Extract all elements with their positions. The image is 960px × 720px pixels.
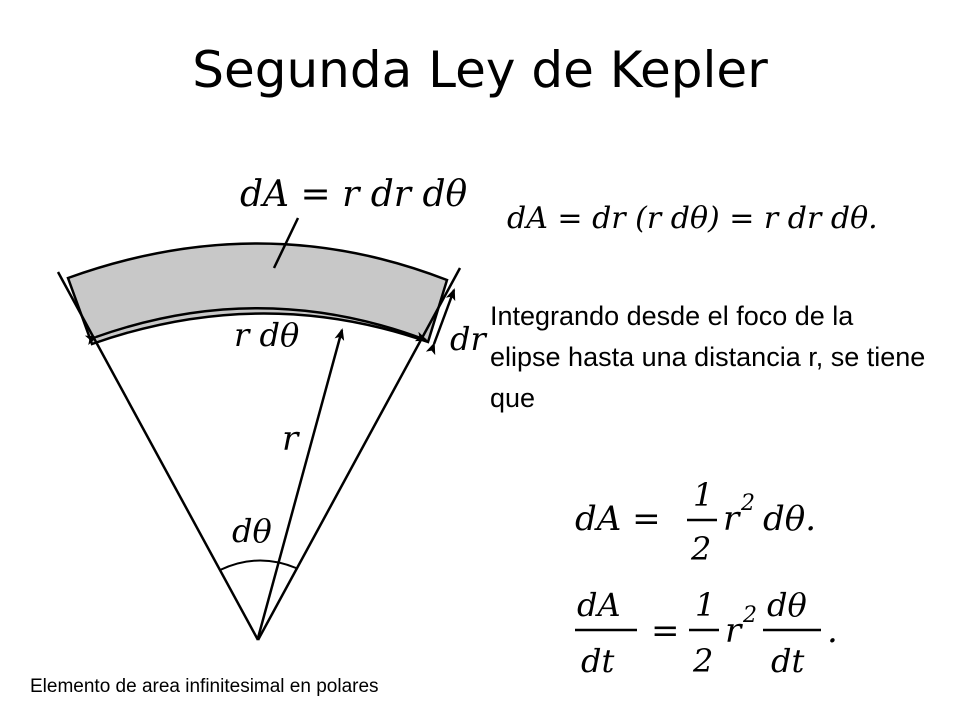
integration-explanation: Integrando desde el foco de la elipse ha… (490, 301, 926, 413)
angle-label: dθ (232, 512, 272, 550)
dr-arrow (425, 288, 456, 356)
equation-1-text: dA = dr (r dθ) = r dr dθ. (507, 201, 878, 236)
radius-arrow (256, 328, 345, 639)
arc-label: r dθ (234, 316, 299, 354)
slide-title: Segunda Ley de Kepler (192, 41, 768, 99)
angle-arc (219, 559, 297, 571)
eq3-lhs-denominator: dt (581, 642, 614, 680)
eq2-lhs: dA = (575, 499, 661, 539)
eq2-denominator: 2 (690, 530, 711, 568)
eq2-r: r (723, 499, 741, 539)
equation-area-product: dA = dr (r dθ) = r dr dθ. (507, 201, 878, 236)
radius-label: r (282, 419, 300, 459)
equation-area-differential: dA = 1 2 r 2 dθ. (575, 476, 816, 568)
eq2-numerator: 1 (693, 476, 713, 514)
eq3-lhs-numerator: dA (577, 586, 621, 624)
eq2-exponent: 2 (740, 491, 755, 516)
equation-areal-velocity: dA dt = 1 2 r 2 dθ dt . (575, 586, 838, 680)
eq3-equals: = (651, 611, 680, 651)
eq3-rhs-numerator: dθ (767, 586, 807, 624)
eq3-period: . (827, 611, 838, 651)
eq3-rhs-denominator: dt (771, 642, 804, 680)
sector-left-edge (56, 271, 260, 641)
eq3-exponent: 2 (742, 603, 757, 628)
eq2-tail: dθ. (763, 499, 816, 539)
diagram-formula: dA = r dr dθ (240, 174, 467, 215)
dr-label: dr (450, 320, 487, 358)
polar-area-diagram: dA = r dr dθ r dθ dr r dθ (56, 174, 487, 641)
formula-pointer (272, 217, 300, 269)
eq3-denominator: 2 (692, 642, 713, 680)
arc-rdtheta-arrow (84, 307, 428, 346)
eq3-numerator: 1 (695, 586, 715, 624)
diagram-caption: Elemento de area infinitesimal en polare… (30, 676, 379, 697)
eq3-r: r (725, 611, 743, 651)
